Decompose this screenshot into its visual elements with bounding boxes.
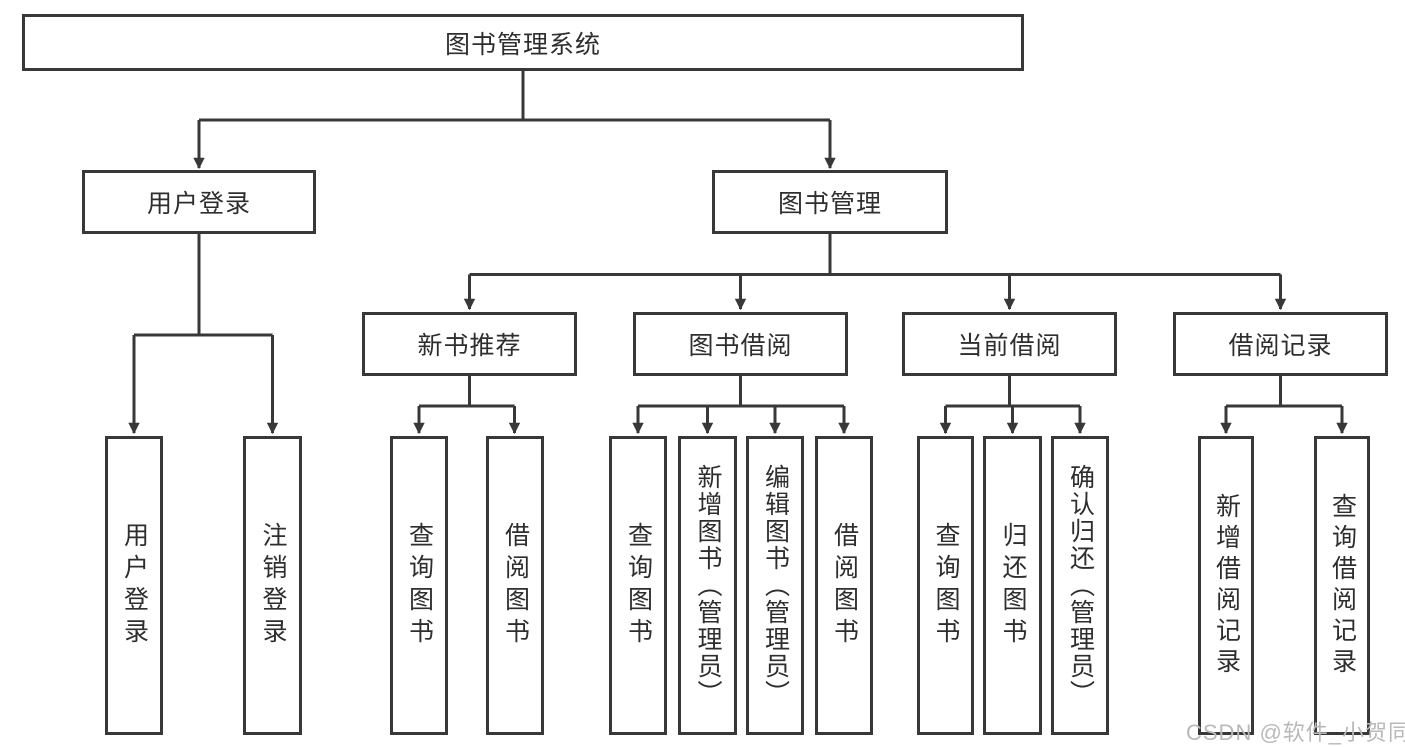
leaf-logout-label: 注销登录 xyxy=(259,521,287,650)
leaf-borrow-books-borrowing-label: 借阅图书 xyxy=(830,521,859,650)
node-new-book-recommendation: 新书推荐 xyxy=(362,312,577,376)
leaf-query-books-current: 查询图书 xyxy=(917,436,974,735)
csdn-watermark: CSDN @软件_小贺同学 xyxy=(1186,720,1405,745)
leaf-borrow-books-recommend: 借阅图书 xyxy=(486,436,544,735)
leaf-query-books-current-label: 查询图书 xyxy=(932,521,960,650)
node-borrowing-records-label: 借阅记录 xyxy=(1228,332,1333,360)
leaf-return-books-label: 归还图书 xyxy=(999,521,1027,650)
node-new-book-recommendation-label: 新书推荐 xyxy=(417,332,522,360)
leaf-query-books-recommend: 查询图书 xyxy=(390,436,448,735)
leaf-query-books-recommend-label: 查询图书 xyxy=(405,521,434,650)
leaf-edit-books-admin-label: 编辑图书（管理员） xyxy=(761,464,790,707)
leaf-user-login: 用户登录 xyxy=(105,436,163,735)
leaf-logout: 注销登录 xyxy=(243,436,302,735)
node-current-borrowing: 当前借阅 xyxy=(902,312,1117,376)
node-book-borrowing: 图书借阅 xyxy=(633,312,848,376)
node-root-label: 图书管理系统 xyxy=(444,30,601,59)
leaf-query-books-borrowing-label: 查询图书 xyxy=(624,521,653,650)
node-root: 图书管理系统 xyxy=(22,14,1024,71)
leaf-edit-books-admin: 编辑图书（管理员） xyxy=(746,436,804,735)
leaf-add-books-admin-label: 新增图书（管理员） xyxy=(694,464,722,707)
node-book-management: 图书管理 xyxy=(712,170,948,234)
leaf-user-login-label: 用户登录 xyxy=(120,521,149,650)
leaf-add-books-admin: 新增图书（管理员） xyxy=(678,436,737,735)
leaf-borrow-books-recommend-label: 借阅图书 xyxy=(501,521,530,650)
leaf-borrow-books-borrowing: 借阅图书 xyxy=(815,436,873,735)
node-current-borrowing-label: 当前借阅 xyxy=(957,332,1062,360)
leaf-return-books: 归还图书 xyxy=(983,436,1042,735)
node-book-management-label: 图书管理 xyxy=(777,190,882,218)
node-book-borrowing-label: 图书借阅 xyxy=(688,332,793,360)
leaf-query-borrow-record-label: 查询借阅记录 xyxy=(1328,492,1357,679)
leaf-confirm-return-admin: 确认归还（管理员） xyxy=(1051,436,1109,735)
leaf-confirm-return-admin-label: 确认归还（管理员） xyxy=(1066,464,1095,707)
leaf-query-books-borrowing: 查询图书 xyxy=(609,436,667,735)
leaf-add-borrow-record-label: 新增借阅记录 xyxy=(1212,492,1241,679)
node-user-login-label: 用户登录 xyxy=(146,190,251,218)
node-user-login: 用户登录 xyxy=(82,170,316,234)
node-borrowing-records: 借阅记录 xyxy=(1173,312,1388,376)
leaf-add-borrow-record: 新增借阅记录 xyxy=(1198,436,1254,735)
leaf-query-borrow-record: 查询借阅记录 xyxy=(1314,436,1370,735)
